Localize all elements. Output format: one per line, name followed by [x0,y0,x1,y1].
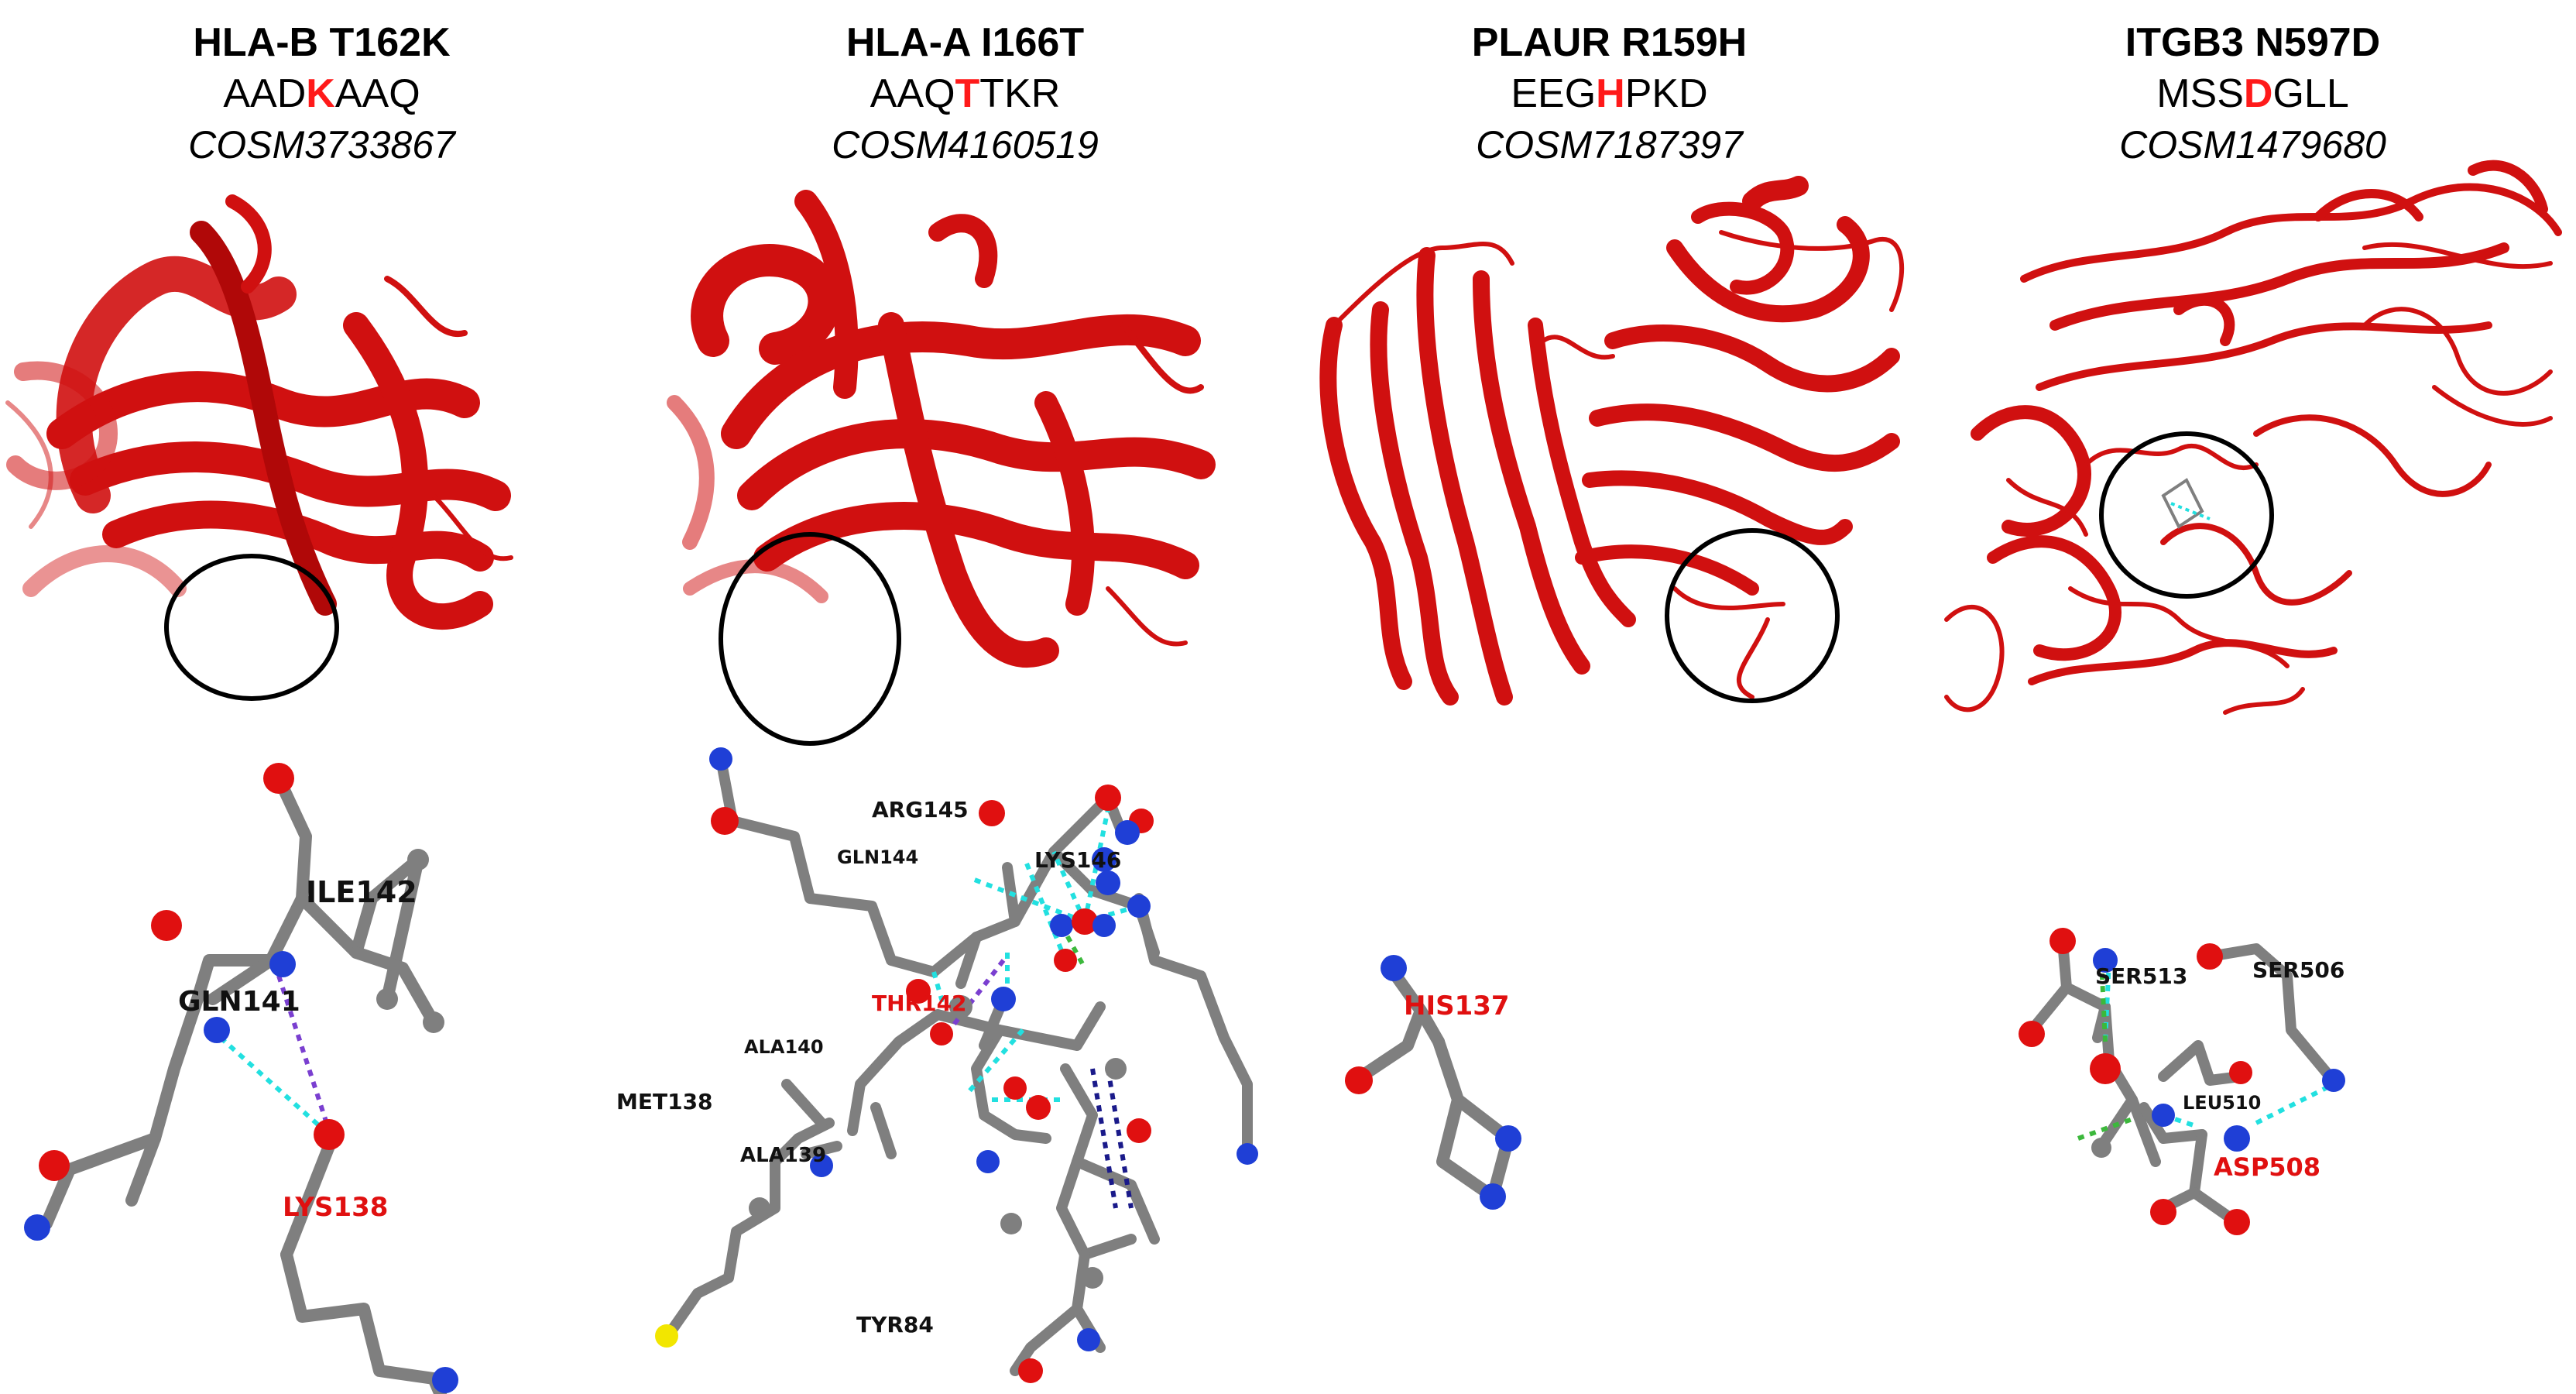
residue-label: ALA139 [740,1144,826,1167]
panel-plaur: PLAUR R159H EEGHPKD COSM7187397 [1288,0,1931,1394]
binding-site-circle [719,532,901,746]
residue-label: LYS146 [1034,847,1121,873]
residue-label: ILE142 [306,875,417,909]
residue-label: ALA140 [744,1036,824,1058]
structure-figure: ILE142 GLN141 LYS138 [5,194,513,1394]
atoms [1345,955,1521,1210]
structure-figure: HIS137 [1319,176,1905,1210]
protein-ribbon [1319,176,1905,706]
atoms [24,763,458,1393]
protein-ribbon [667,190,1216,668]
cosmic-id: COSM4160519 [832,123,1099,167]
panel-itgb3: ITGB3 N597D MSSDGLL COSM1479680 [1931,0,2574,1394]
cosmic-id: COSM1479680 [2119,123,2386,167]
panel-hla-a: HLA-A I166T AAQTTKR COSM4160519 [616,0,1287,1394]
cosmic-id: COSM7187397 [1476,123,1743,167]
mutant-residue-label: HIS137 [1404,991,1510,1021]
binding-site-circle [2099,431,2274,599]
panel-header: HLA-A I166T AAQTTKR COSM4160519 [643,17,1287,170]
protein-ribbon [1944,160,2562,715]
residue-label: SER513 [2095,963,2187,989]
mutant-residue-label: ASP508 [2214,1152,2320,1182]
residue-label: TYR84 [856,1312,934,1337]
residue-sticks [665,754,1253,1376]
gene-mutation-title: HLA-A I166T [846,20,1085,65]
panel-hla-b: HLA-B T162K AADKAAQ COSM3733867 [0,0,643,1394]
protein-ribbon [5,194,513,630]
residue-label: GLN144 [837,846,918,868]
binding-site-circle [164,554,339,701]
site-detail [2161,478,2211,529]
panel-header: ITGB3 N597D MSSDGLL COSM1479680 [1931,17,2574,170]
hbond-lines [219,975,331,1137]
panel-header: HLA-B T162K AADKAAQ COSM3733867 [0,17,643,170]
residue-sticks [40,772,448,1394]
atoms [655,747,1258,1383]
peptide-sequence: AAQTTKR [870,71,1061,116]
peptide-sequence: AADKAAQ [223,71,420,116]
atoms [2019,928,2345,1235]
structure-figure: ARG145 GLN144 LYS146 THR142 ALA140 MET13… [616,190,1258,1383]
residue-label: SER506 [2252,957,2344,983]
cosmic-id: COSM3733867 [188,123,455,167]
peptide-sequence: EEGHPKD [1511,71,1708,116]
residue-label: MET138 [616,1089,713,1114]
structure-figure: SER513 SER506 LEU510 ASP508 [1944,160,2562,1235]
panel-header: PLAUR R159H EEGHPKD COSM7187397 [1288,17,1931,170]
gene-mutation-title: PLAUR R159H [1471,20,1748,65]
residue-label: LEU510 [2183,1092,2261,1114]
gene-mutation-title: ITGB3 N597D [2125,20,2381,65]
residue-label: GLN141 [178,986,300,1018]
mutant-residue-label: THR142 [872,991,967,1016]
gene-mutation-title: HLA-B T162K [193,20,451,65]
residue-label: ARG145 [872,797,969,822]
peptide-sequence: MSSDGLL [2156,71,2349,116]
mutant-residue-label: LYS138 [283,1192,388,1223]
binding-site-circle [1665,528,1840,703]
